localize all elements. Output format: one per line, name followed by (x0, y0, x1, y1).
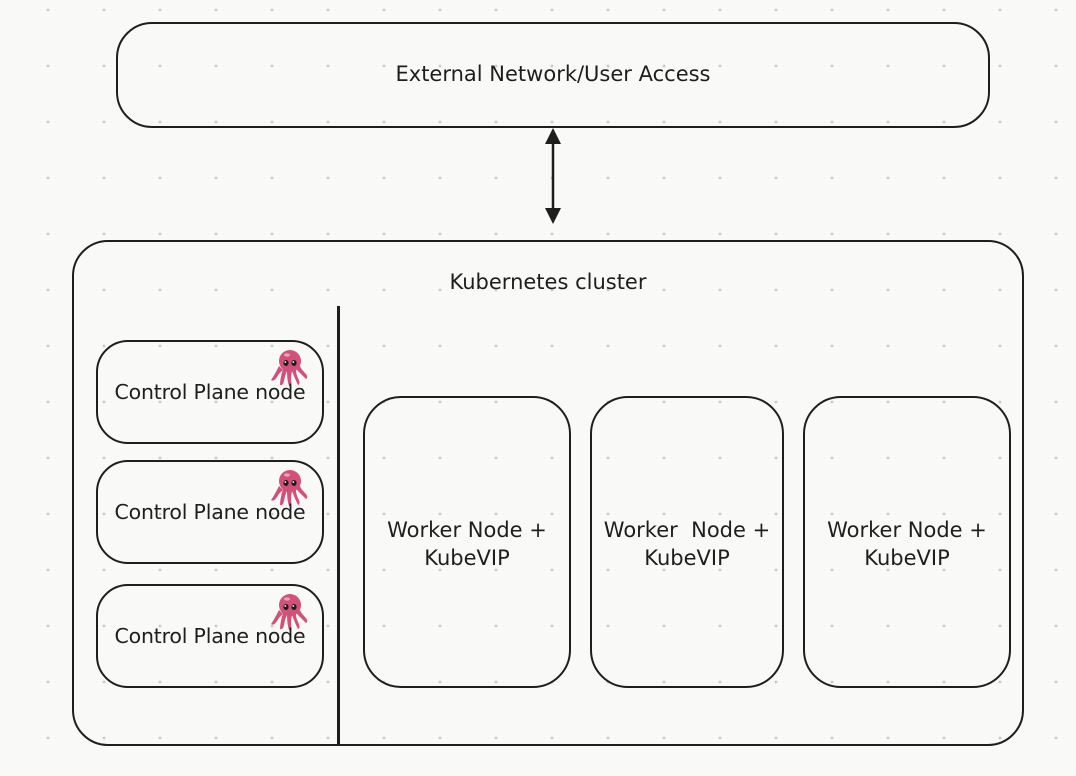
worker-node-label: Worker Node + KubeVIP (387, 518, 547, 570)
worker-node-3[interactable]: Worker Node + KubeVIP (803, 396, 1011, 688)
external-network-box[interactable]: External Network/User Access (116, 22, 990, 128)
control-plane-node-2[interactable]: Control Plane node (96, 460, 324, 564)
control-plane-node-label: Control Plane node (114, 380, 306, 404)
octopus-icon (271, 470, 308, 506)
worker-node-1[interactable]: Worker Node + KubeVIP (363, 396, 571, 688)
octopus-icon (271, 350, 308, 386)
cluster-divider-line (337, 306, 340, 746)
control-plane-node-1[interactable]: Control Plane node (96, 340, 324, 444)
control-plane-node-label: Control Plane node (114, 624, 306, 648)
bidirectional-arrow[interactable] (540, 126, 566, 226)
control-plane-node-label: Control Plane node (114, 500, 306, 524)
kubernetes-cluster-label: Kubernetes cluster (449, 270, 647, 294)
octopus-icon (271, 594, 308, 630)
worker-node-label: Worker Node + KubeVIP (827, 518, 987, 570)
worker-node-2[interactable]: Worker Node + KubeVIP (590, 396, 784, 688)
kubernetes-cluster-box[interactable]: Kubernetes cluster (72, 240, 1024, 746)
worker-node-label: Worker Node + KubeVIP (603, 518, 771, 570)
external-network-label: External Network/User Access (395, 62, 711, 86)
control-plane-node-3[interactable]: Control Plane node (96, 584, 324, 688)
